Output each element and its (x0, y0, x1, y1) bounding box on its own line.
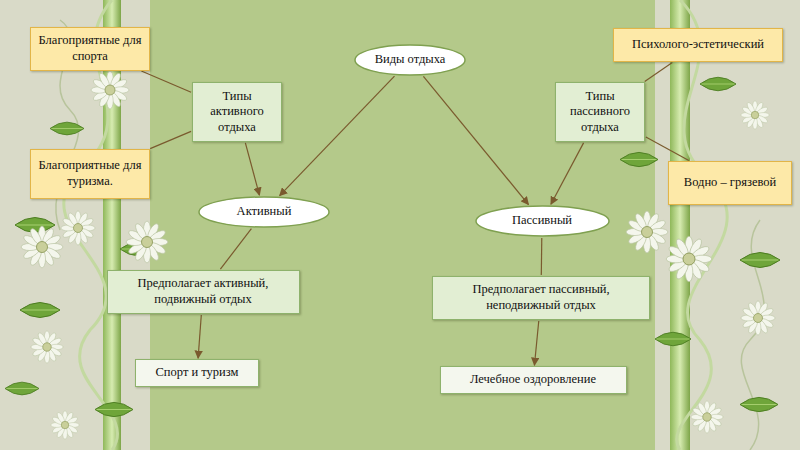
node-text: Лечебное оздоровление (470, 372, 596, 388)
node-text: Благоприятные для туризма. (38, 158, 142, 189)
node-text: Виды отдыха (375, 52, 446, 68)
process-box: Предполагает пассивный, неподвижный отды… (432, 276, 650, 320)
node-text: Пассивный (512, 213, 572, 229)
node-text: Психолого-эстетический (632, 37, 764, 53)
node-text: Спорт и туризм (156, 365, 239, 381)
node-text: Активный (237, 204, 292, 220)
result-box: Спорт и туризм (135, 359, 259, 387)
node-text: Типы пассивного отдыха (563, 89, 637, 136)
category-ellipse: Виды отдыха (354, 44, 466, 76)
process-box: Предполагает активный, подвижный отдых (107, 270, 300, 314)
connector-line (423, 76, 528, 204)
node-text: Водно – грязевой (684, 175, 776, 191)
connector-line (645, 63, 673, 82)
process-box: Типы активного отдыха (192, 82, 282, 142)
connector-line (534, 321, 538, 365)
connector-line (220, 229, 251, 270)
category-box: Благоприятные для туризма. (30, 149, 150, 199)
result-box: Лечебное оздоровление (440, 366, 627, 394)
category-ellipse: Пассивный (475, 205, 610, 237)
node-text: Предполагает активный, подвижный отдых (115, 276, 292, 307)
connector-line (141, 71, 191, 92)
connector-line (245, 143, 259, 195)
category-box: Благоприятные для спорта (30, 27, 150, 70)
connector-line (280, 76, 395, 196)
node-text: Типы активного отдыха (200, 89, 274, 136)
node-text: Благоприятные для спорта (38, 33, 142, 64)
category-box: Психолого-эстетический (613, 28, 783, 62)
connector-line (646, 137, 689, 160)
connector-line (541, 238, 543, 275)
connector-line (150, 131, 191, 148)
process-box: Типы пассивного отдыха (555, 82, 645, 142)
connector-line (551, 143, 584, 204)
connector-line (198, 315, 201, 358)
category-box: Водно – грязевой (668, 161, 792, 205)
category-ellipse: Активный (198, 196, 330, 228)
node-text: Предполагает пассивный, неподвижный отды… (440, 282, 642, 313)
